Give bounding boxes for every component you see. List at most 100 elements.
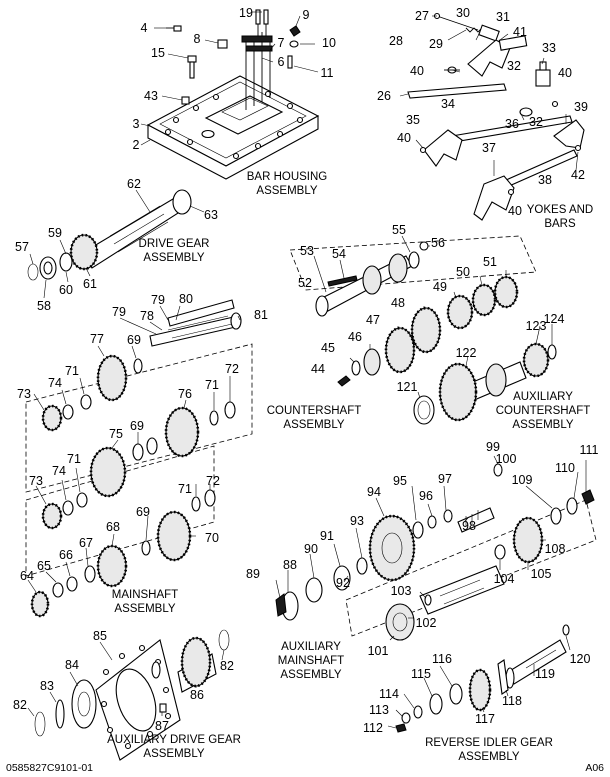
- callout: 66: [59, 548, 73, 562]
- callout: 33: [542, 41, 556, 55]
- callout: 73: [17, 387, 31, 401]
- callout: 110: [555, 461, 575, 475]
- callout: 47: [366, 313, 380, 327]
- callout: 109: [512, 473, 533, 487]
- callout: 82: [13, 698, 27, 712]
- drawing-number: 0585827C9101-01: [6, 762, 93, 774]
- callout: 76: [178, 387, 192, 401]
- callout: 116: [432, 652, 452, 666]
- callout: 69: [136, 505, 150, 519]
- callout: 48: [391, 296, 405, 310]
- callout: 72: [206, 474, 220, 488]
- aux-drive-gear-drawing: [27, 629, 230, 761]
- callout: 88: [283, 558, 297, 572]
- callout: 10: [322, 36, 336, 50]
- callout: 89: [246, 567, 260, 581]
- callout: 30: [456, 6, 470, 20]
- callout: 118: [502, 694, 522, 708]
- callout: 95: [393, 474, 407, 488]
- callout: 7: [278, 36, 285, 50]
- callout: 87: [155, 719, 169, 733]
- title-yokes-bars-line-2: BARS: [544, 218, 576, 230]
- callout: 94: [367, 485, 381, 499]
- title-bar-housing-line-2: ASSEMBLY: [256, 185, 317, 197]
- callout: 104: [494, 572, 515, 586]
- callout: 71: [67, 452, 81, 466]
- title-aux-mainshaft-line-3: ASSEMBLY: [280, 669, 341, 681]
- title-yokes-bars-line-1: YOKES AND: [527, 204, 593, 216]
- callout: 46: [348, 330, 362, 344]
- title-aux-countershaft-line-2: COUNTERSHAFT: [496, 405, 591, 417]
- callout: 70: [205, 531, 219, 545]
- callout: 64: [20, 569, 34, 583]
- title-bar-housing-line-1: BAR HOUSING: [247, 171, 328, 183]
- callout: 36: [505, 117, 519, 131]
- callout: 9: [303, 8, 310, 22]
- callout: 105: [531, 567, 552, 581]
- callout: 91: [320, 529, 334, 543]
- callout-numbers: 19 9 27 30 31 4 8 10 28 29 41 15 7 33 6 …: [13, 6, 598, 735]
- callout: 32: [529, 115, 543, 129]
- callout: 67: [79, 536, 93, 550]
- callout: 99: [486, 440, 500, 454]
- callout: 98: [462, 519, 476, 533]
- callout: 86: [190, 688, 204, 702]
- title-drive-gear-line-2: ASSEMBLY: [143, 252, 204, 264]
- title-aux-drive-gear-line-2: ASSEMBLY: [143, 748, 204, 760]
- aux-mainshaft-drawing: [275, 455, 597, 641]
- callout: 85: [93, 629, 107, 643]
- callout: 80: [179, 292, 193, 306]
- callout: 96: [419, 489, 433, 503]
- callout: 71: [178, 482, 192, 496]
- callout: 28: [389, 34, 403, 48]
- callout: 123: [526, 319, 547, 333]
- callout: 75: [109, 427, 123, 441]
- callout: 19: [239, 6, 253, 20]
- callout: 68: [106, 520, 120, 534]
- callout: 111: [579, 443, 598, 457]
- callout: 74: [52, 464, 66, 478]
- callout: 77: [90, 332, 104, 346]
- title-aux-countershaft-line-1: AUXILIARY: [513, 391, 573, 403]
- callout: 100: [496, 452, 517, 466]
- title-aux-countershaft-line-3: ASSEMBLY: [512, 419, 573, 431]
- callout: 38: [538, 173, 552, 187]
- title-countershaft-line-2: ASSEMBLY: [283, 419, 344, 431]
- callout: 112: [363, 721, 383, 735]
- callout: 45: [321, 341, 335, 355]
- callout: 26: [377, 89, 391, 103]
- callout: 34: [441, 97, 455, 111]
- callout: 69: [127, 333, 141, 347]
- callout: 74: [48, 376, 62, 390]
- callout: 40: [397, 131, 411, 145]
- title-reverse-idler-line-2: ASSEMBLY: [458, 751, 519, 763]
- callout: 71: [205, 378, 219, 392]
- sheet-code: A06: [585, 762, 604, 774]
- callout: 65: [37, 559, 51, 573]
- callout: 8: [194, 32, 201, 46]
- callout: 49: [433, 280, 447, 294]
- callout: 58: [37, 299, 51, 313]
- callout: 41: [513, 25, 527, 39]
- callout: 121: [397, 380, 418, 394]
- callout: 51: [483, 255, 497, 269]
- callout: 40: [508, 204, 522, 218]
- callout: 72: [225, 362, 239, 376]
- callout: 63: [204, 208, 218, 222]
- callout: 82: [220, 659, 234, 673]
- callout: 61: [83, 277, 97, 291]
- title-drive-gear-line-1: DRIVE GEAR: [139, 238, 210, 250]
- yokes-and-bars-drawing: [399, 12, 585, 221]
- callout: 11: [321, 66, 334, 80]
- drive-gear-drawing: [27, 189, 205, 299]
- callout: 54: [332, 247, 346, 261]
- title-reverse-idler-line-1: REVERSE IDLER GEAR: [425, 737, 553, 749]
- callout: 69: [130, 419, 144, 433]
- callout: 117: [475, 712, 495, 726]
- callout: 71: [65, 364, 79, 378]
- callout: 114: [379, 687, 399, 701]
- callout: 35: [406, 113, 420, 127]
- callout: 40: [410, 64, 424, 78]
- callout: 55: [392, 223, 406, 237]
